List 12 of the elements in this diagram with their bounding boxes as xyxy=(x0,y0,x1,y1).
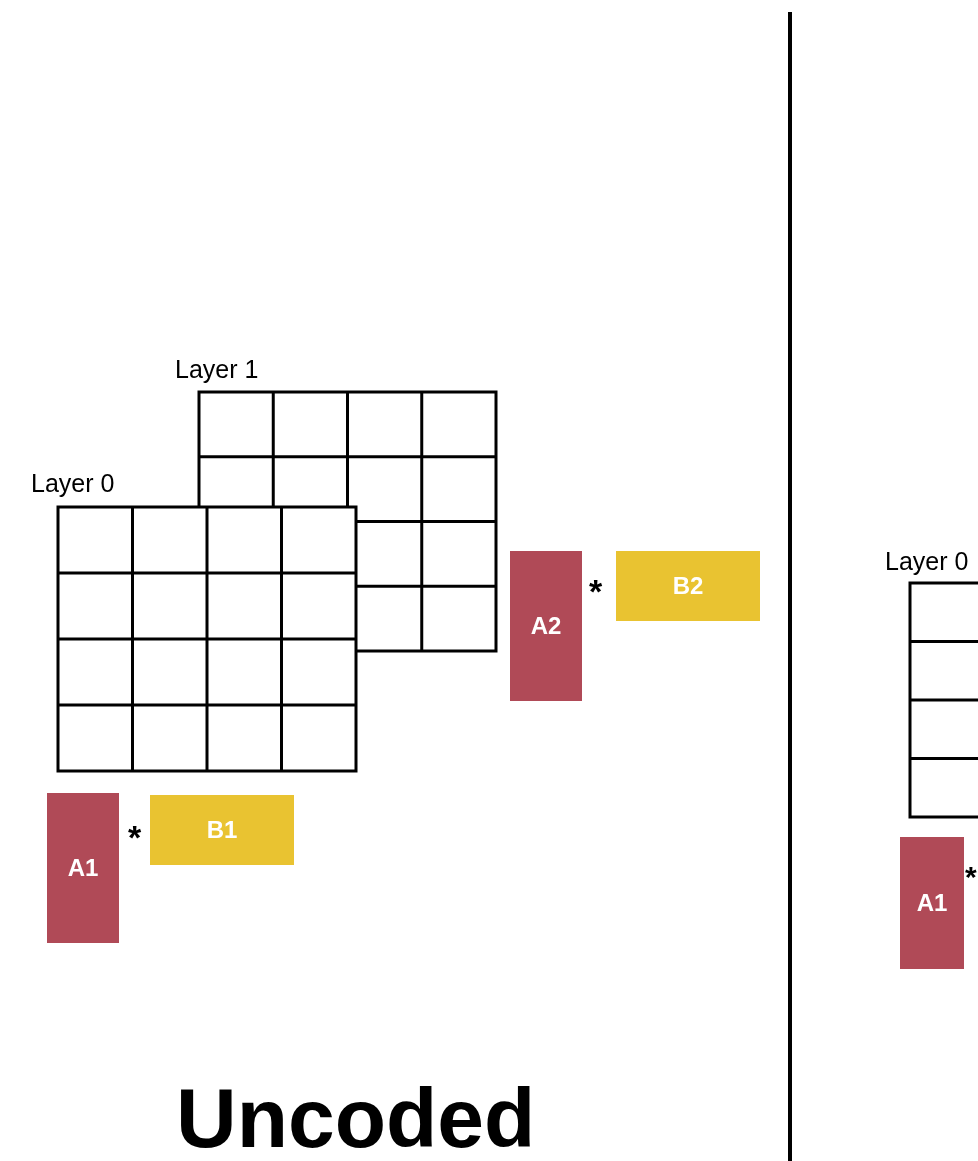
multiply-sign: * xyxy=(589,572,603,611)
multiply-sign: * xyxy=(128,818,142,857)
layer-label: Layer 0 xyxy=(885,547,969,576)
layer-label: Layer 1 xyxy=(175,355,259,384)
matrix-block: A2 xyxy=(510,551,582,701)
layer-label: Layer 0 xyxy=(31,469,115,498)
vector-block: B2 xyxy=(616,551,760,621)
vector-block: B1 xyxy=(150,795,294,865)
multiply-sign: * xyxy=(965,860,977,894)
matrix-block: A1 xyxy=(900,837,964,969)
matrix-block: A1 xyxy=(47,793,119,943)
section-title: Uncoded xyxy=(176,1070,536,1161)
